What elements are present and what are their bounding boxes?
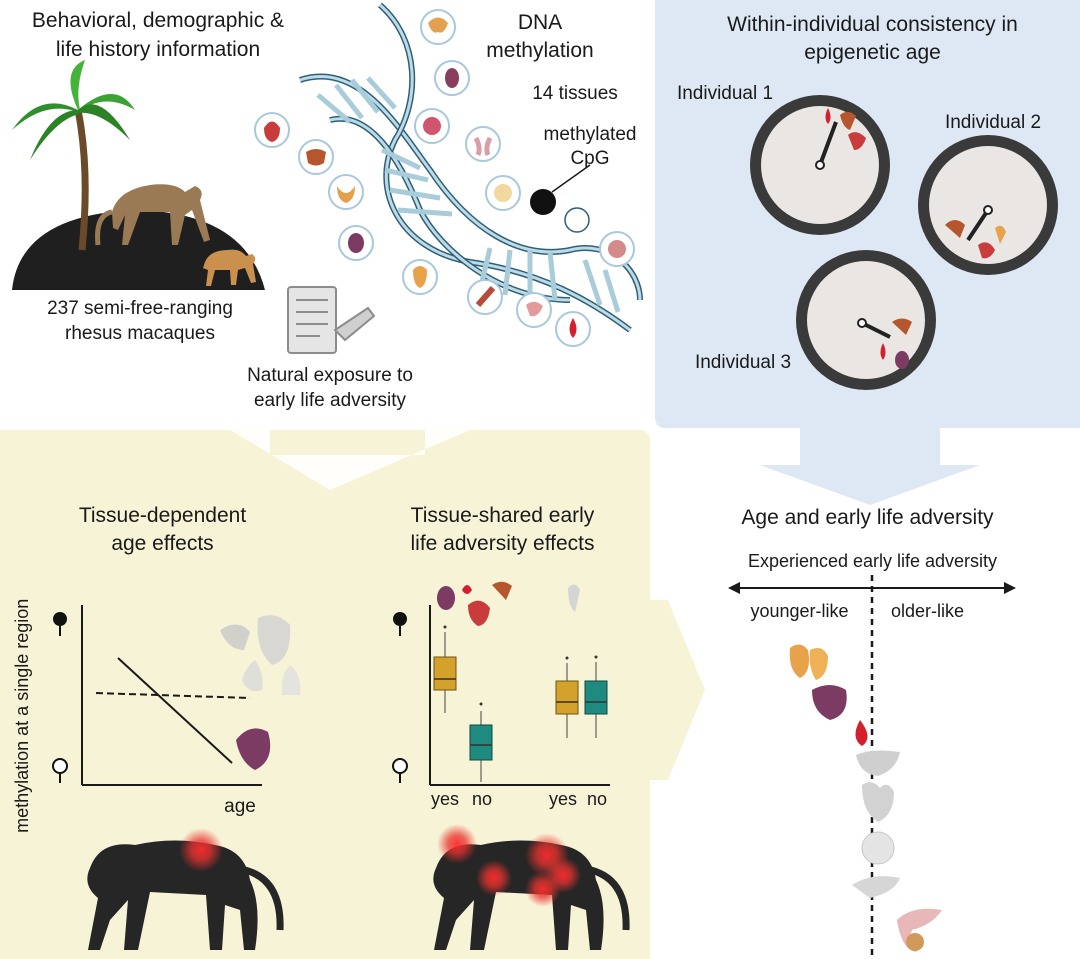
stable-tissue-dashed-line: [95, 692, 251, 699]
tick-no-group2: no: [586, 789, 608, 809]
unmethylated-cpg-marker: [564, 207, 590, 233]
younger-like-label: younger-like: [750, 601, 849, 621]
behavior-title-line2: life history information: [55, 38, 261, 61]
box-group1-no: [469, 702, 493, 782]
exposure-label-line1: Natural exposure to: [247, 365, 413, 386]
clock-individual-1: [750, 95, 890, 235]
y-axis-methylated-symbol: [53, 612, 67, 636]
tick-no-group1: no: [471, 789, 493, 809]
y-axis-label: methylation at a single region: [12, 598, 33, 833]
flow-arrow-right-bottom: [650, 600, 705, 780]
cpg-label-line2: CpG: [570, 148, 610, 169]
boxplot-unmethylated-symbol: [392, 758, 408, 783]
tissue-specific-decline-line: [117, 657, 233, 764]
adversity-effects-title-line1: Tissue-shared early: [410, 504, 595, 527]
x-axis-label: age: [224, 796, 256, 817]
island-scene: [12, 60, 265, 290]
pancreas-icon-gray: [852, 876, 900, 898]
adrenal-icon: [789, 644, 809, 678]
macaques-label-line2: rhesus macaques: [65, 323, 215, 344]
age-effects-plot: [81, 605, 301, 786]
heart-icon-gray: [862, 782, 894, 822]
tick-yes-group1: yes: [430, 789, 459, 809]
flow-arrow-right-top: [655, 120, 718, 300]
individual-3-label: Individual 3: [694, 352, 792, 373]
survey-form-icon: [287, 286, 376, 354]
methylated-cpg-marker: [530, 189, 556, 215]
clock-individual-2: [918, 135, 1058, 275]
box-group2-yes: [555, 656, 579, 738]
dna-title-line1: DNA: [517, 11, 563, 34]
adversity-axis-label: Experienced early life adversity: [747, 551, 998, 571]
tissue-highlights-center: [437, 824, 581, 907]
tissues-count: 14 tissues: [532, 83, 618, 104]
macaques-label-line1: 237 semi-free-ranging: [47, 298, 233, 319]
age-effects-title-line2: age effects: [111, 532, 214, 555]
behavior-title-line1: Behavioral, demographic &: [31, 9, 285, 32]
consistency-title-line2: epigenetic age: [804, 41, 941, 64]
individual-1-label: Individual 1: [676, 83, 774, 104]
y-axis-unmethylated-symbol: [52, 758, 68, 783]
liver-icon-gray: [856, 750, 900, 776]
cpg-pointer: [551, 164, 591, 193]
adversity-effects-boxplot: [429, 581, 610, 786]
flow-arrow-down-left: [230, 430, 470, 490]
box-group1-yes: [433, 625, 457, 713]
adipose-icon-gray: [861, 831, 895, 865]
monkey-silhouette-left: [87, 840, 284, 950]
exposure-label-line2: early life adversity: [253, 390, 407, 411]
consistency-title-line1: Within-individual consistency in: [727, 13, 1018, 36]
blood-drop-icon: [855, 720, 868, 746]
tick-yes-group2: yes: [548, 789, 577, 809]
clock-individual-3: [796, 250, 936, 390]
tissue-highlight-left: [179, 828, 223, 872]
age-adversity-title: Age and early life adversity: [741, 506, 994, 529]
tissue-glyphs: [264, 17, 626, 338]
older-like-label: older-like: [890, 601, 965, 621]
box-group2-no: [584, 655, 608, 738]
tissue-ordering: [789, 644, 942, 952]
individual-2-label: Individual 2: [944, 112, 1042, 133]
dna-title-line2: methylation: [486, 39, 594, 62]
flow-arrow-down-right: [760, 428, 980, 505]
boxplot-methylated-symbol: [393, 612, 407, 636]
spleen-icon-right: [812, 685, 847, 720]
age-effects-title-line1: Tissue-dependent: [78, 504, 247, 527]
cpg-label-line1: methylated: [543, 124, 637, 145]
adversity-effects-title-line2: life adversity effects: [410, 532, 595, 555]
spleen-icon: [236, 728, 271, 770]
